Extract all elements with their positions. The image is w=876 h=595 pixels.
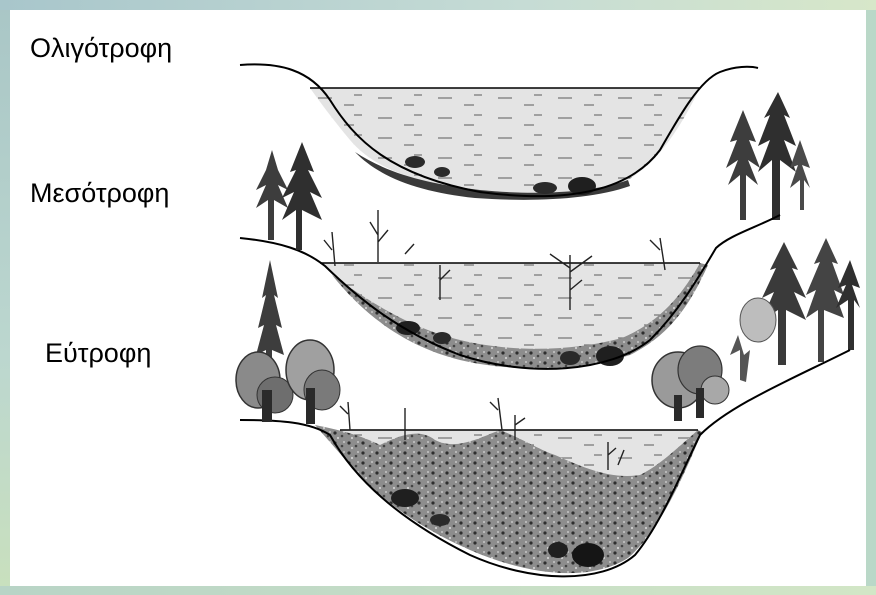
trees-left-eutrophic <box>236 260 340 424</box>
trees-left-mesotrophic <box>256 142 322 250</box>
trees-right-oligotrophic <box>726 92 810 220</box>
sediment-blob <box>396 321 420 335</box>
diagram-canvas: Ολιγότροφη Μεσότροφη Εύτροφη <box>10 10 866 586</box>
label-mesotrophic: Μεσότροφη <box>30 178 169 209</box>
sediment-blob <box>391 489 419 507</box>
sediment-blob <box>430 514 450 526</box>
slide-frame-top <box>0 0 876 10</box>
sediment-blob <box>548 542 568 558</box>
label-eutrophic: Εύτροφη <box>45 338 151 369</box>
lake-trophic-diagram <box>10 10 866 586</box>
slide-frame-left <box>0 0 10 595</box>
sediment-blob <box>405 156 425 168</box>
basin-oligotrophic <box>240 64 810 220</box>
sediment-blob <box>572 543 604 567</box>
sediment-blob <box>433 332 451 344</box>
sediment-blob <box>533 182 557 194</box>
label-oligotrophic: Ολιγότροφη <box>30 33 172 64</box>
trees-right-mesotrophic <box>740 238 860 365</box>
sediment-blob <box>434 167 450 177</box>
oligotrophic-water <box>310 88 700 193</box>
slide-frame-bottom <box>0 586 876 595</box>
sediment-blob <box>560 351 580 365</box>
